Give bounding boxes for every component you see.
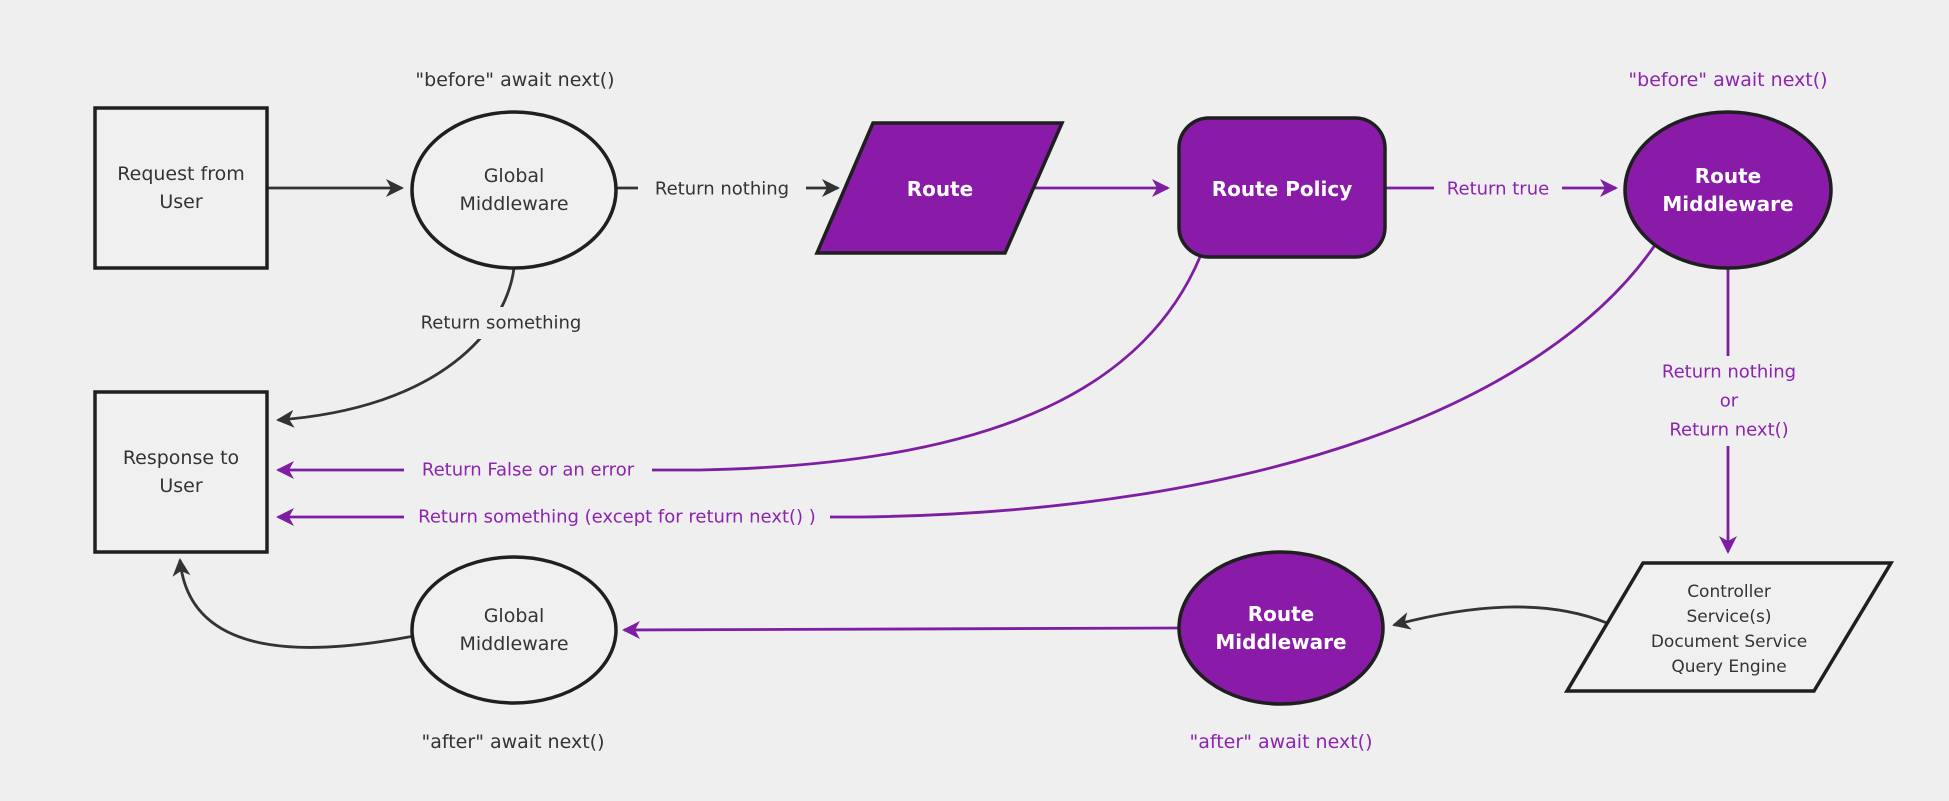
return-nothing-label: Return nothing: [655, 179, 789, 200]
edge-route-middleware-return-something-except: [276, 244, 1657, 526]
global-middleware-top-label-line2: Middleware: [459, 193, 568, 215]
response-to-user-node: [93, 390, 269, 554]
route-label: Route: [907, 177, 974, 201]
route-policy-node: [1177, 116, 1387, 259]
before-await-next-right-annotation: "before" await next(): [1628, 69, 1827, 91]
edge-global-middleware-bottom-to-response: [172, 558, 415, 649]
edge-controller-to-route-middleware-bottom: [1392, 605, 1608, 630]
return-true-label-bg: [1434, 172, 1562, 204]
global-middleware-top-label-line1: Global: [484, 165, 545, 187]
response-to-user-label-line2: User: [159, 475, 202, 497]
controller-services-node: [1563, 561, 1895, 693]
edge-route-middleware-bottom-to-global-middleware-bottom: [622, 620, 1180, 639]
controller-label-line2: Service(s): [1687, 607, 1772, 627]
route-middleware-top-label-line1: Route: [1695, 164, 1762, 188]
edge-labels: Return nothing Return true Return nothin…: [404, 172, 1812, 533]
edge-route-policy-return-false: [276, 256, 1202, 479]
request-from-user-node: [93, 106, 269, 270]
global-middleware-bottom-label-line1: Global: [484, 605, 545, 627]
return-nothing-label-bg: [638, 172, 806, 204]
nodes: Request from User Global Middleware Rout…: [93, 106, 1895, 706]
route-middleware-bottom-label-line2: Middleware: [1215, 630, 1346, 654]
global-middleware-bottom-node: [410, 555, 618, 705]
return-something-label: Return something: [421, 313, 582, 334]
request-from-user-label-line1: Request from: [117, 163, 244, 185]
return-false-label: Return False or an error: [422, 460, 635, 481]
route-middleware-top-node: [1623, 110, 1833, 270]
controller-label-line1: Controller: [1687, 582, 1771, 602]
return-nothing-or-next-line1: Return nothing: [1662, 362, 1796, 383]
return-true-label: Return true: [1447, 179, 1549, 200]
return-something-label-bg: [405, 307, 597, 339]
edge-global-middleware-return-something: [276, 267, 516, 428]
return-false-label-bg: [404, 454, 652, 486]
route-middleware-bottom-node: [1177, 550, 1385, 706]
route-node: [814, 121, 1065, 255]
global-middleware-bottom-label-line2: Middleware: [459, 633, 568, 655]
route-middleware-bottom-label-line1: Route: [1248, 602, 1315, 626]
after-await-next-left-annotation: "after" await next(): [422, 731, 605, 753]
return-nothing-or-next-label-bg: [1646, 356, 1812, 446]
global-middleware-top-node: [410, 110, 618, 270]
route-middleware-top-label-line2: Middleware: [1662, 192, 1793, 216]
before-await-next-top-annotation: "before" await next(): [415, 69, 614, 91]
response-to-user-label-line1: Response to: [123, 447, 239, 469]
return-nothing-or-next-line3: Return next(): [1669, 420, 1788, 441]
controller-label-line3: Document Service: [1651, 632, 1807, 652]
annotations: "before" await next() "before" await nex…: [415, 69, 1827, 753]
after-await-next-middle-annotation: "after" await next(): [1190, 731, 1373, 753]
edges: [172, 179, 1737, 649]
return-something-except-label: Return something (except for return next…: [418, 507, 816, 528]
return-something-except-label-bg: [404, 501, 830, 533]
controller-label-line4: Query Engine: [1671, 657, 1786, 677]
return-nothing-or-next-line2: or: [1720, 391, 1739, 412]
request-from-user-label-line2: User: [159, 191, 202, 213]
route-policy-label: Route Policy: [1212, 177, 1352, 201]
